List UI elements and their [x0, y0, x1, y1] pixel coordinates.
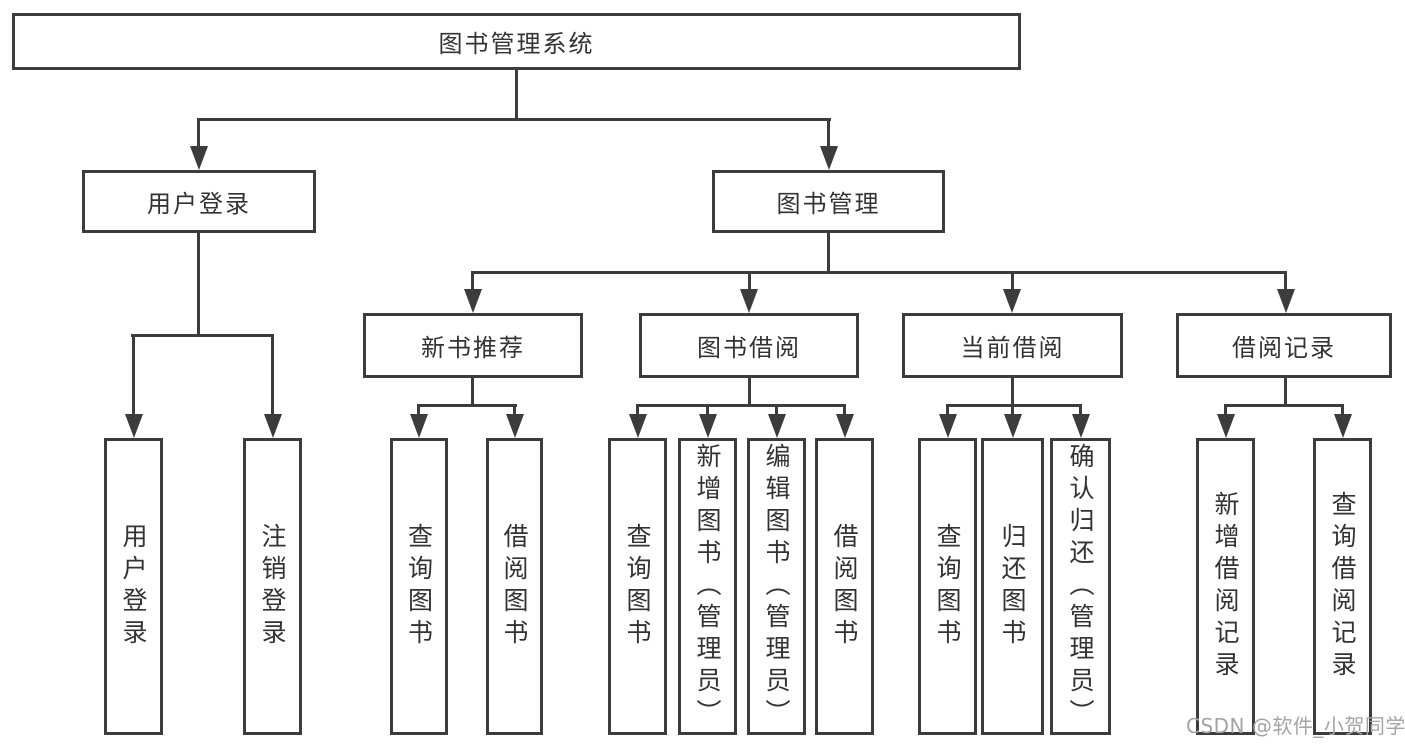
leaf-label: 新增借阅记录 — [1211, 490, 1240, 683]
leaf-label: 新增图书（管理员） — [693, 442, 722, 731]
connector-line — [197, 118, 831, 121]
arrowhead — [506, 414, 524, 438]
arrowhead — [836, 414, 854, 438]
arrowhead — [464, 289, 482, 313]
arrowhead — [820, 146, 838, 170]
connector-line — [827, 233, 830, 274]
connector-line — [1011, 404, 1014, 416]
connector-line — [132, 334, 135, 414]
leaf-query-book-current: 查询图书 — [918, 438, 977, 735]
leaf-user-login: 用户登录 — [104, 438, 163, 735]
connector-line — [775, 404, 778, 416]
leaf-edit-book-admin: 编辑图书（管理员） — [747, 438, 806, 735]
node-book-borrow: 图书借阅 — [639, 313, 859, 378]
arrowhead — [264, 414, 282, 438]
connector-line — [471, 271, 1287, 274]
leaf-query-borrow-record: 查询借阅记录 — [1313, 438, 1372, 735]
arrowhead — [1334, 414, 1352, 438]
arrowhead — [768, 414, 786, 438]
connector-line — [513, 404, 516, 416]
node-borrow-record: 借阅记录 — [1176, 313, 1392, 378]
arrowhead — [740, 289, 758, 313]
connector-line — [1011, 378, 1014, 407]
leaf-label: 注销登录 — [258, 522, 287, 651]
connector-line — [946, 404, 949, 416]
leaf-query-book-recommend: 查询图书 — [390, 438, 448, 735]
node-book-management: 图书管理 — [712, 170, 945, 233]
leaf-borrow-book-recommend: 借阅图书 — [486, 438, 543, 735]
connector-line — [748, 378, 751, 407]
node-current-borrow: 当前借阅 — [902, 313, 1123, 378]
connector-line — [1341, 404, 1344, 416]
leaf-label: 查询图书 — [933, 522, 962, 651]
arrowhead — [629, 414, 647, 438]
leaf-label: 编辑图书（管理员） — [762, 442, 791, 731]
arrowhead — [190, 146, 208, 170]
node-new-book-recommend: 新书推荐 — [363, 313, 583, 378]
leaf-logout: 注销登录 — [243, 438, 302, 735]
connector-line — [706, 404, 709, 416]
leaf-confirm-return-admin: 确认归还（管理员） — [1050, 438, 1111, 735]
connector-line — [1284, 271, 1287, 293]
connector-line — [271, 334, 274, 414]
leaf-label: 借阅图书 — [830, 522, 859, 651]
connector-line — [827, 118, 830, 148]
connector-line — [1284, 378, 1287, 407]
connector-line — [471, 271, 474, 293]
arrowhead — [410, 414, 428, 438]
leaf-label: 查询图书 — [404, 522, 434, 651]
arrowhead — [1277, 289, 1295, 313]
arrowhead — [1004, 414, 1022, 438]
connector-line — [1011, 271, 1014, 293]
connector-line — [843, 404, 846, 416]
arrowhead — [1072, 414, 1090, 438]
connector-line — [197, 118, 200, 148]
connector-line — [1224, 404, 1344, 407]
leaf-query-book-borrow: 查询图书 — [608, 438, 667, 735]
arrowhead — [125, 414, 143, 438]
leaf-label: 借阅图书 — [500, 522, 529, 651]
connector-line — [637, 404, 846, 407]
leaf-return-book: 归还图书 — [981, 438, 1044, 735]
connector-line — [636, 404, 639, 416]
leaf-label: 查询借阅记录 — [1328, 490, 1357, 683]
leaf-add-borrow-record: 新增借阅记录 — [1196, 438, 1255, 735]
csdn-watermark: CSDN @软件_小贺同学 — [1186, 714, 1405, 738]
leaf-label: 用户登录 — [119, 522, 148, 651]
arrowhead — [1217, 414, 1235, 438]
connector-line — [131, 334, 274, 337]
connector-line — [1224, 404, 1227, 416]
connector-line — [748, 271, 751, 293]
connector-line — [417, 404, 420, 416]
leaf-add-book-admin: 新增图书（管理员） — [678, 438, 737, 735]
arrowhead — [699, 414, 717, 438]
leaf-borrow-book: 借阅图书 — [815, 438, 874, 735]
node-user-login: 用户登录 — [82, 170, 316, 233]
leaf-label: 查询图书 — [623, 522, 652, 651]
connector-line — [515, 70, 518, 120]
connector-line — [417, 404, 517, 407]
arrowhead — [1003, 289, 1021, 313]
leaf-label: 归还图书 — [998, 522, 1027, 651]
connector-line — [1079, 404, 1082, 416]
connector-line — [471, 378, 474, 407]
arrowhead — [939, 414, 957, 438]
connector-line — [197, 233, 200, 337]
connector-line — [946, 404, 1082, 407]
node-library-management-system: 图书管理系统 — [12, 13, 1021, 70]
leaf-label: 确认归还（管理员） — [1066, 442, 1095, 731]
